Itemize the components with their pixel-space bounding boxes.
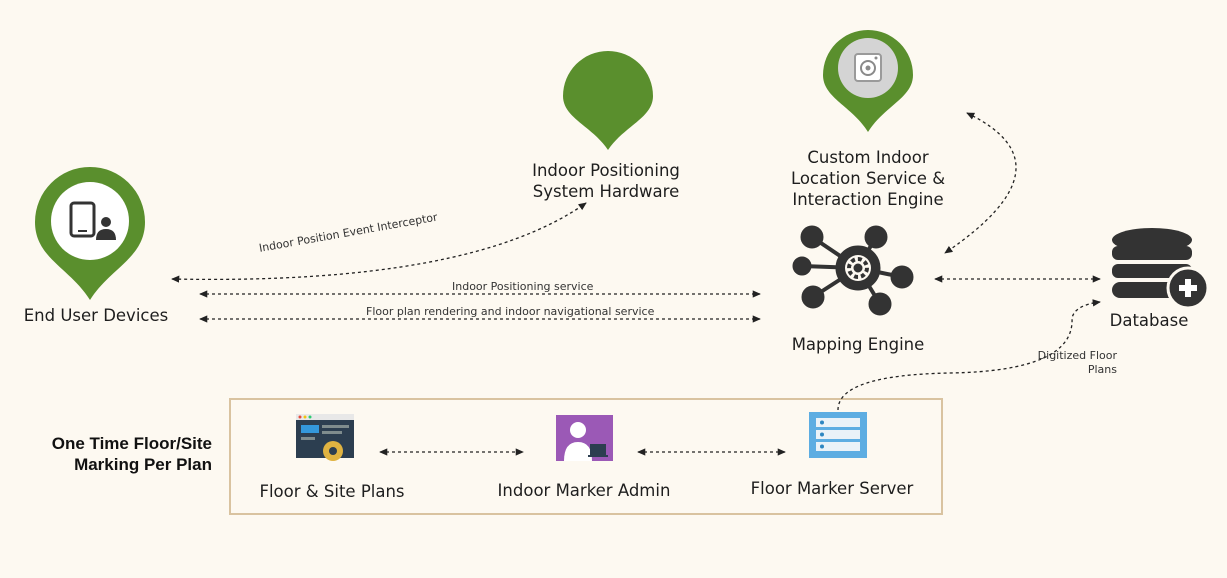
indoor-marker-admin-icon bbox=[556, 415, 613, 461]
custom-service-label: Custom Indoor Location Service & Interac… bbox=[790, 148, 946, 209]
floor-plan-service-edge-label: Floor plan rendering and indoor navigati… bbox=[366, 305, 655, 318]
mapping-engine-label: Mapping Engine bbox=[791, 335, 925, 354]
database-icon bbox=[1112, 228, 1210, 310]
floor-marker-server-label: Floor Marker Server bbox=[750, 479, 914, 498]
database-label: Database bbox=[1109, 311, 1189, 330]
floor-site-plans-icon bbox=[296, 414, 354, 461]
indoor-marker-admin-label: Indoor Marker Admin bbox=[497, 481, 671, 500]
floor-marker-server-icon bbox=[809, 412, 867, 458]
digitized-plans-arrow bbox=[837, 299, 1101, 411]
custom-service-mapping-arrow bbox=[944, 112, 1017, 254]
interceptor-arrow bbox=[171, 202, 587, 283]
ips-hardware-label: Indoor Positioning System Hardware bbox=[532, 161, 680, 201]
ips-hardware-pin-icon bbox=[563, 51, 653, 150]
beacon-device-icon bbox=[854, 53, 882, 82]
end-user-devices-label: End User Devices bbox=[23, 306, 169, 325]
positioning-service-edge-label: Indoor Positioning service bbox=[452, 280, 594, 293]
custom-service-pin-icon bbox=[823, 30, 913, 132]
end-user-devices-pin-icon bbox=[34, 166, 145, 300]
mapping-engine-hub-icon bbox=[792, 225, 914, 316]
digitized-edge-label: Digitized Floor Plans bbox=[1037, 349, 1117, 376]
one-time-marking-label: One Time Floor/Site Marking Per Plan bbox=[51, 434, 212, 474]
floor-site-plans-label: Floor & Site Plans bbox=[259, 482, 405, 501]
mobile-user-icon bbox=[69, 201, 116, 240]
